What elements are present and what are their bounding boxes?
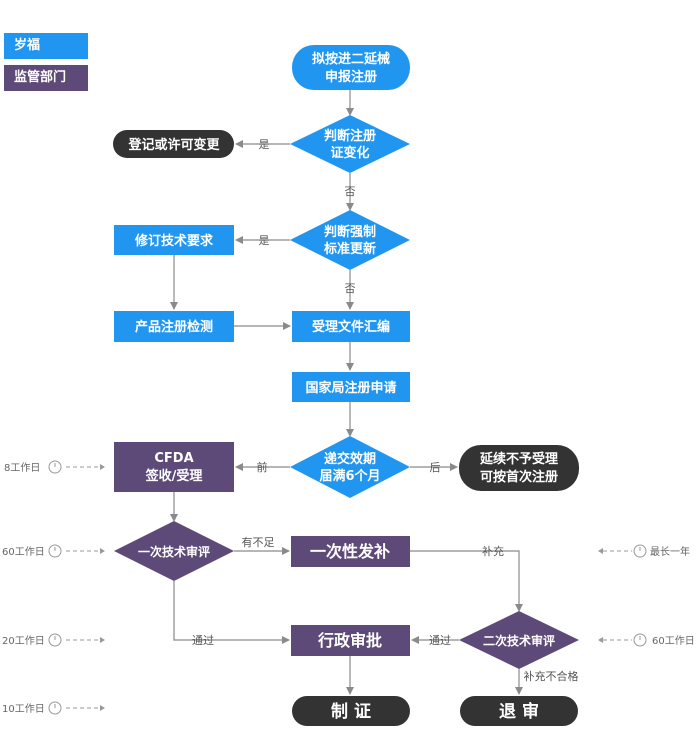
clock-icon — [48, 460, 62, 474]
label-pass-2: 通过 — [429, 634, 451, 647]
timeline-t2-text: 60工作日 — [2, 546, 45, 558]
node-nmpa-apply-text: 国家局注册申请 — [305, 380, 396, 396]
node-issue-cert-text: 制 证 — [331, 701, 371, 722]
node-cert-change-line1: 判断注册 — [324, 128, 376, 144]
legend-applicant: 岁福 — [4, 33, 88, 59]
label-no-2: 否 — [345, 282, 356, 295]
node-issue-cert: 制 证 — [292, 696, 410, 726]
timeline-t1-text: 8工作日 — [4, 462, 40, 474]
label-after: 后 — [430, 461, 441, 474]
edges — [170, 90, 523, 695]
timeline-row-3: 20工作日 — [2, 633, 105, 647]
clock-icon — [48, 701, 62, 715]
node-second-review: 二次技术审评 — [459, 611, 579, 669]
node-cert-change: 判断注册 证变化 — [290, 115, 410, 173]
node-reject-renew: 延续不予受理 可按首次注册 — [459, 445, 579, 491]
node-admin-approval-text: 行政审批 — [317, 631, 382, 650]
clock-icon — [48, 544, 62, 558]
edge-supp-review2 — [410, 550, 523, 612]
node-revise-req: 修订技术要求 — [114, 225, 234, 255]
timeline-right-row-2: 60工作日 — [598, 633, 695, 647]
node-std-update: 判断强制 标准更新 — [290, 210, 410, 270]
label-no-1: 否 — [345, 185, 356, 198]
timeline-right-row-1: 最长一年 — [598, 544, 690, 558]
edge-labels: 是 否 是 否 前 后 有不足 补充 通过 通过 补充不合格 — [192, 138, 579, 683]
node-expiry-check: 递交效期 届满6个月 — [290, 436, 410, 498]
node-reject-renew-line1: 延续不予受理 — [479, 451, 558, 467]
node-expiry-check-line1: 递交效期 — [324, 451, 376, 467]
timeline-t4-text: 10工作日 — [2, 703, 45, 715]
node-license-change-text: 登记或许可变更 — [127, 137, 220, 153]
node-revise-req-text: 修订技术要求 — [134, 233, 214, 249]
timeline-t3-text: 20工作日 — [2, 635, 45, 647]
clock-icon — [633, 633, 647, 647]
label-insufficient: 有不足 — [242, 535, 275, 549]
node-compile-docs-text: 受理文件汇编 — [312, 319, 390, 335]
node-compile-docs: 受理文件汇编 — [292, 311, 410, 342]
node-product-test: 产品注册检测 — [114, 311, 234, 342]
node-admin-approval: 行政审批 — [291, 625, 410, 656]
timeline-r2-text: 60工作日 — [652, 635, 695, 647]
node-first-review-text: 一次技术审评 — [138, 544, 210, 559]
node-first-review: 一次技术审评 — [114, 521, 234, 581]
timeline-right: 最长一年 60工作日 — [598, 544, 695, 647]
label-yes-1: 是 — [259, 138, 270, 151]
node-expiry-check-line2: 届满6个月 — [319, 468, 380, 484]
node-cfda-accept: CFDA 签收/受理 — [114, 442, 234, 492]
node-start-line2: 申报注册 — [325, 69, 377, 85]
timeline-row-1: 8工作日 — [4, 460, 105, 474]
node-license-change: 登记或许可变更 — [113, 130, 234, 158]
timeline-r1-text: 最长一年 — [650, 545, 690, 558]
timeline-row-4: 10工作日 — [2, 701, 105, 715]
edge-review1-admin — [173, 581, 290, 644]
timeline-left: 8工作日 60工作日 20工作日 10工作日 — [2, 460, 105, 715]
legend-regulator: 监管部门 — [4, 65, 88, 91]
label-supplement: 补充 — [482, 544, 504, 558]
clock-icon — [633, 544, 647, 558]
clock-icon — [48, 633, 62, 647]
timeline-row-2: 60工作日 — [2, 544, 105, 558]
node-nmpa-apply: 国家局注册申请 — [292, 372, 410, 402]
node-one-time-supp: 一次性发补 — [291, 536, 410, 567]
node-return-review: 退 审 — [460, 696, 578, 726]
label-yes-2: 是 — [259, 234, 270, 247]
node-cfda-accept-line1: CFDA — [154, 451, 193, 466]
node-second-review-text: 二次技术审评 — [483, 633, 555, 648]
node-std-update-line1: 判断强制 — [324, 224, 376, 240]
node-start-line1: 拟按进二延械 — [312, 51, 390, 67]
node-std-update-line2: 标准更新 — [323, 241, 376, 257]
node-product-test-text: 产品注册检测 — [135, 319, 213, 335]
node-reject-renew-line2: 可按首次注册 — [480, 469, 558, 485]
node-start: 拟按进二延械 申报注册 — [292, 45, 410, 90]
node-cfda-accept-line2: 签收/受理 — [145, 468, 203, 484]
label-before: 前 — [257, 460, 268, 474]
node-one-time-supp-text: 一次性发补 — [310, 542, 390, 561]
node-cert-change-line2: 证变化 — [330, 145, 369, 161]
label-pass-1: 通过 — [192, 634, 214, 647]
label-unqualified: 补充不合格 — [524, 669, 579, 683]
node-return-review-text: 退 审 — [499, 701, 539, 722]
